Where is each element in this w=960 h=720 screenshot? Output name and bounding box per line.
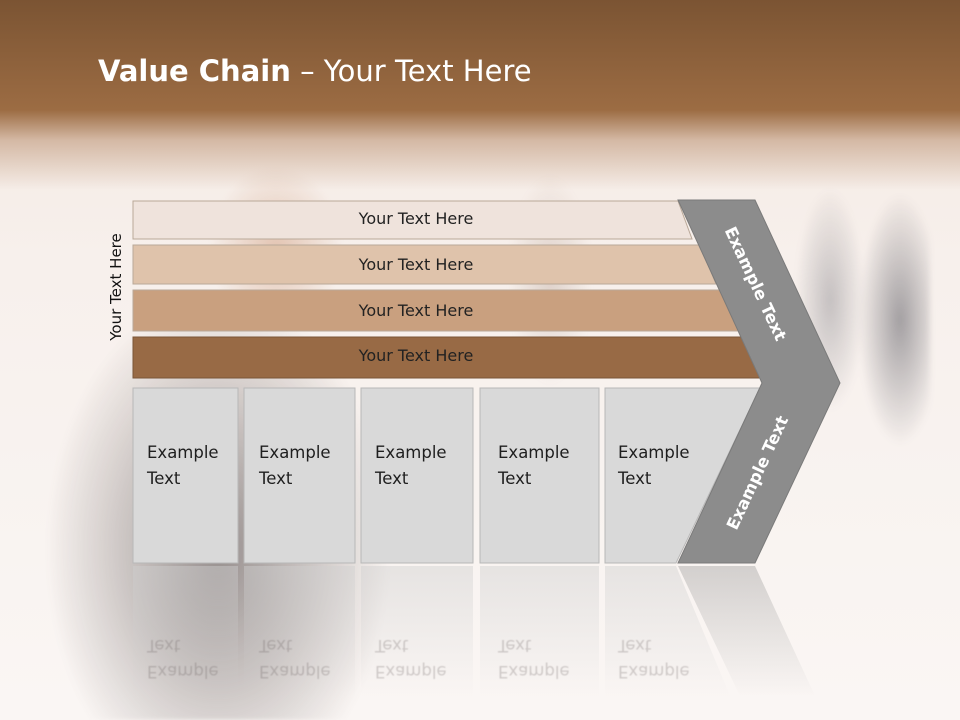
column-5-line1: Example — [618, 443, 690, 462]
column-2-box[interactable] — [243, 387, 356, 564]
column-3-reflection — [361, 566, 473, 696]
bar-3-label: Your Text Here — [358, 301, 474, 320]
bar-1-label: Your Text Here — [358, 209, 474, 228]
column-2-reflection-line2: Text — [259, 636, 293, 655]
column-2-line1: Example — [259, 443, 331, 462]
column-5-label: Example Text — [618, 440, 690, 492]
column-4-reflection-text: Example Text — [498, 632, 570, 684]
column-5-line2: Text — [618, 469, 652, 488]
column-5-reflection — [605, 566, 730, 696]
column-5-reflection-text: Example Text — [618, 632, 690, 684]
column-2-reflection-text: Example Text — [259, 632, 331, 684]
bar-1[interactable] — [132, 200, 693, 240]
column-3-reflection-line1: Example — [375, 662, 447, 681]
column-3-reflection-text: Example Text — [375, 632, 447, 684]
column-1-reflection-text: Example Text — [147, 632, 219, 684]
title-rest: – Your Text Here — [290, 54, 532, 88]
column-1-reflection-line1: Example — [147, 662, 219, 681]
column-2-reflection — [244, 566, 355, 696]
column-4-reflection-line1: Example — [498, 662, 570, 681]
header-band — [0, 0, 960, 190]
column-4-label: Example Text — [498, 440, 570, 492]
column-3-box[interactable] — [360, 387, 474, 564]
slide-title[interactable]: Value Chain – Your Text Here — [98, 54, 532, 88]
column-2-line2: Text — [259, 469, 293, 488]
column-5-reflection-line2: Text — [618, 636, 652, 655]
column-4-box[interactable] — [479, 387, 600, 564]
column-4-reflection — [480, 566, 599, 696]
bar-2[interactable] — [132, 244, 717, 285]
column-1-box[interactable] — [132, 387, 239, 564]
column-2-reflection-line1: Example — [259, 662, 331, 681]
arrow-reflection — [678, 566, 815, 696]
bar-2-label: Your Text Here — [358, 255, 474, 274]
column-1-reflection-line2: Text — [147, 636, 181, 655]
column-1-reflection — [133, 566, 238, 696]
column-3-line1: Example — [375, 443, 447, 462]
column-5-box[interactable] — [604, 387, 761, 564]
column-4-line2: Text — [498, 469, 532, 488]
column-1-line1: Example — [147, 443, 219, 462]
column-3-line2: Text — [375, 469, 409, 488]
column-3-label: Example Text — [375, 440, 447, 492]
bar-4-label: Your Text Here — [358, 346, 474, 365]
title-bold: Value Chain — [98, 54, 291, 88]
column-3-reflection-line2: Text — [375, 636, 409, 655]
column-5-reflection-line1: Example — [618, 662, 690, 681]
column-1-label: Example Text — [147, 440, 219, 492]
value-chain-arrow[interactable] — [677, 199, 841, 564]
column-2-label: Example Text — [259, 440, 331, 492]
column-4-reflection-line2: Text — [498, 636, 532, 655]
column-4-line1: Example — [498, 443, 570, 462]
column-1-line2: Text — [147, 469, 181, 488]
